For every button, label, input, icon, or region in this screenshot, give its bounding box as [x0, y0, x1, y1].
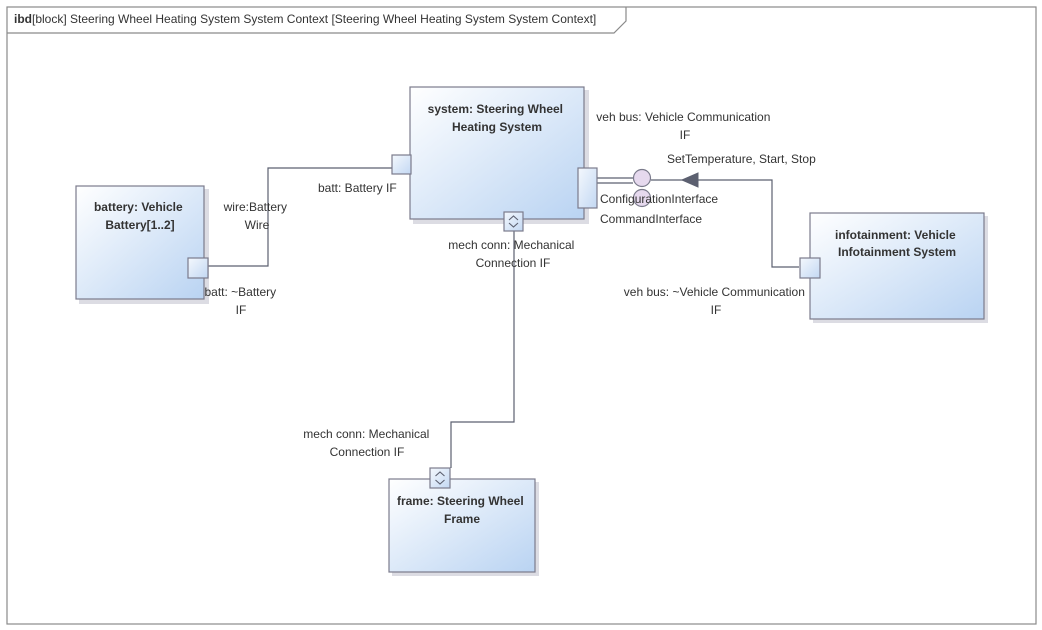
- block-system[interactable]: system: Steering Wheel Heating System: [409, 86, 589, 224]
- label-batt-system: batt: Battery IF: [318, 181, 397, 195]
- block-system-name: system: Steering Wheel Heating System: [428, 102, 567, 134]
- veh-bus-connector[interactable]: [696, 179, 799, 268]
- block-infotainment-name-line-1: infotainment: Vehicle: [835, 228, 956, 242]
- label-mech-conn-system-line-2: Connection IF: [476, 256, 551, 270]
- label-config-interface: ConfigurationInterface: [600, 192, 718, 206]
- label-batt-battery: batt: ~Battery IF: [204, 285, 279, 317]
- wire-connector[interactable]: [208, 167, 392, 267]
- label-provided-interfaces: SetTemperature, Start, Stop: [667, 152, 816, 166]
- label-veh-bus-infotainment: veh bus: ~Vehicle Communication IF: [624, 285, 808, 317]
- block-system-name-line-1: system: Steering Wheel: [428, 102, 563, 116]
- mech-conn-connector[interactable]: [450, 231, 515, 468]
- label-batt-battery-line-2: IF: [236, 303, 247, 317]
- diagram-frame-title: ibd[block] Steering Wheel Heating System…: [14, 12, 596, 26]
- port-veh-bus-system[interactable]: [577, 167, 598, 209]
- block-infotainment-name: infotainment: Vehicle Infotainment Syste…: [835, 228, 959, 259]
- label-mech-conn-system: mech conn: Mechanical Connection IF: [448, 238, 577, 270]
- bidirectional-flow-icon: [508, 215, 519, 228]
- block-battery[interactable]: battery: Vehicle Battery[1..2]: [75, 185, 209, 304]
- label-veh-bus-system-line-1: veh bus: Vehicle Communication: [596, 110, 770, 124]
- block-infotainment[interactable]: infotainment: Vehicle Infotainment Syste…: [809, 212, 988, 323]
- block-frame-name-line-1: frame: Steering Wheel: [397, 494, 524, 508]
- label-veh-bus-system-line-2: IF: [680, 128, 691, 142]
- port-veh-bus-infotainment[interactable]: [799, 257, 821, 279]
- label-veh-bus-infotainment-line-1: veh bus: ~Vehicle Communication: [624, 285, 805, 299]
- port-mech-conn-system[interactable]: [503, 211, 524, 232]
- label-wire: wire:Battery Wire: [223, 200, 291, 232]
- label-wire-line-2: Wire: [245, 218, 270, 232]
- arrowhead-icon: [680, 172, 699, 188]
- port-batt-battery[interactable]: [187, 257, 209, 279]
- label-mech-conn-frame-line-2: Connection IF: [330, 445, 405, 459]
- block-infotainment-name-line-2: Infotainment System: [838, 245, 956, 259]
- frame-keyword: ibd: [14, 12, 32, 26]
- block-battery-name-line-1: battery: Vehicle: [94, 200, 183, 214]
- block-frame-name-line-2: Frame: [444, 512, 480, 526]
- diagram-frame: ibd[block] Steering Wheel Heating System…: [6, 6, 1037, 625]
- block-system-name-line-2: Heating System: [452, 120, 542, 134]
- block-frame-name: frame: Steering Wheel Frame: [397, 494, 527, 526]
- label-command-interface: CommandInterface: [600, 212, 702, 226]
- bidirectional-flow-icon: [435, 471, 445, 485]
- label-wire-line-1: wire:Battery: [223, 200, 287, 214]
- lollipop-command-interface-icon[interactable]: [632, 188, 652, 208]
- port-batt-system[interactable]: [391, 154, 412, 175]
- block-battery-name: battery: Vehicle Battery[1..2]: [94, 200, 186, 232]
- port-mech-conn-frame[interactable]: [429, 467, 451, 489]
- label-mech-conn-frame-line-1: mech conn: Mechanical: [303, 427, 429, 441]
- label-batt-battery-line-1: batt: ~Battery: [204, 285, 276, 299]
- label-veh-bus-infotainment-line-2: IF: [711, 303, 722, 317]
- block-battery-name-line-2: Battery[1..2]: [105, 218, 174, 232]
- frame-title-text: [block] Steering Wheel Heating System Sy…: [32, 12, 596, 26]
- block-frame[interactable]: frame: Steering Wheel Frame: [388, 478, 539, 576]
- connectors: [208, 167, 799, 468]
- label-veh-bus-system: veh bus: Vehicle Communication IF: [596, 110, 773, 142]
- lollipop-config-interface-icon[interactable]: [632, 168, 652, 188]
- label-mech-conn-frame: mech conn: Mechanical Connection IF: [303, 427, 432, 459]
- label-mech-conn-system-line-1: mech conn: Mechanical: [448, 238, 574, 252]
